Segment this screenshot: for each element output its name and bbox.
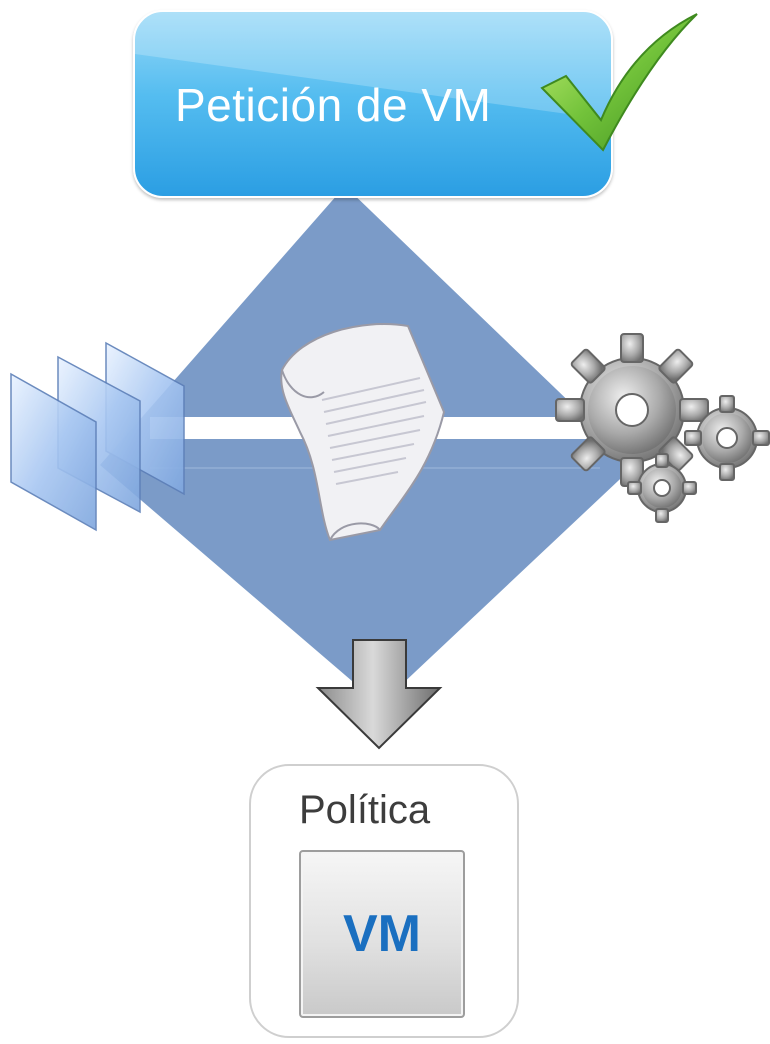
policy-box: Política VM [249,764,519,1038]
vm-request-box: Petición de VM [133,10,613,198]
request-title: Petición de VM [175,79,492,131]
vm-tile: VM [299,850,465,1018]
vm-label: VM [343,905,421,963]
request-box-gloss [135,12,611,120]
policy-title: Política [299,788,431,832]
